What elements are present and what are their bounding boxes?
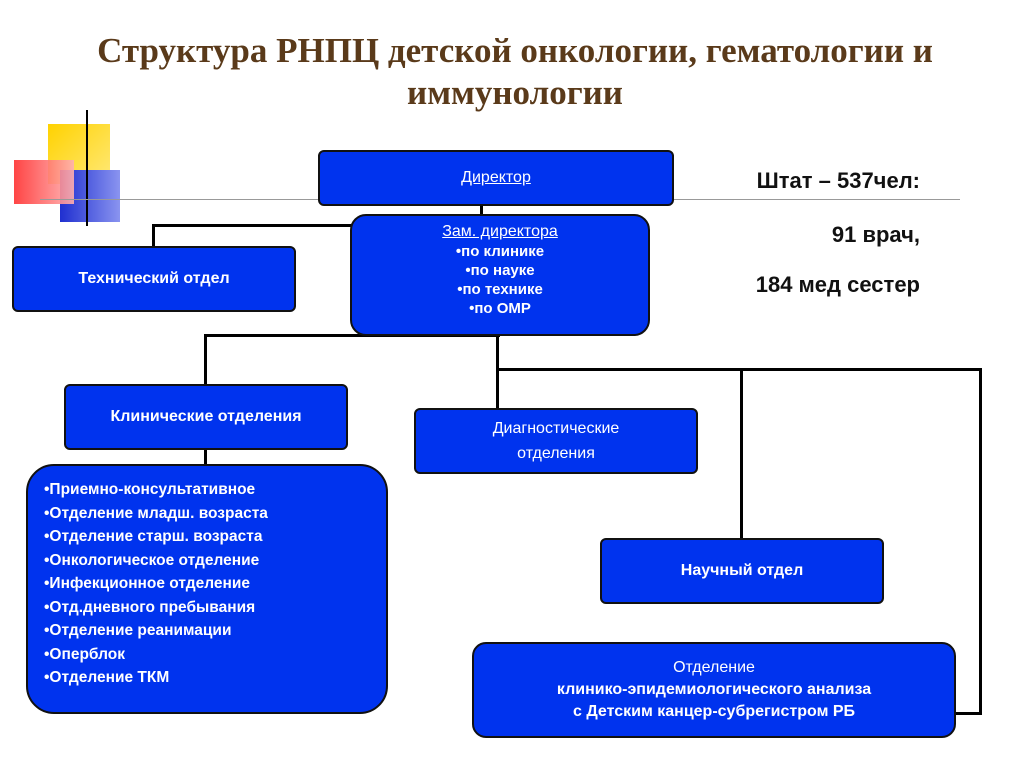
deputy-director-title: Зам. директора (442, 223, 558, 240)
epidemiology-label-line: Отделение (673, 659, 755, 676)
technical-department-label: Технический отдел (78, 270, 230, 287)
science-department-label: Научный отдел (680, 562, 804, 579)
connector (954, 712, 982, 715)
list-item: •Приемно-консультативное (44, 481, 256, 498)
connector (496, 334, 499, 410)
clinical-departments-box[interactable]: Клинические отделения (64, 384, 348, 450)
deputy-item: •по ОМР (469, 300, 531, 317)
list-item: •Отделение младш. возраста (44, 504, 268, 522)
list-item: •Онкологическое отделение (44, 551, 260, 569)
connector (152, 224, 482, 227)
diagnostic-departments-label-line: Диагностические (492, 420, 620, 437)
connector (740, 368, 743, 538)
decor-red-square (14, 160, 74, 204)
connector (979, 368, 982, 714)
list-item: •Отделение ТКМ (44, 669, 170, 686)
epidemiology-label-line: клинико-эпидемиологического анализа (556, 681, 872, 698)
staff-doctors: 91 врач, (831, 222, 920, 247)
decor-vertical-line (86, 110, 88, 226)
connector (204, 334, 207, 384)
connector (204, 334, 500, 337)
clinical-departments-list[interactable]: •Приемно-консультативное •Отделение млад… (26, 464, 388, 714)
science-department-box[interactable]: Научный отдел (600, 538, 884, 604)
staff-nurses: 184 мед сестер (755, 272, 920, 297)
list-item: •Отделение реанимации (44, 622, 232, 639)
list-item: •Оперблок (44, 645, 125, 663)
list-item: •Отд.дневного пребывания (44, 598, 256, 616)
deputy-item: •по технике (457, 281, 543, 298)
deputy-item: •по клинике (455, 243, 545, 260)
connector (496, 368, 982, 371)
deputy-director-box[interactable]: Зам. директора •по клинике •по науке •по… (350, 214, 650, 336)
connector (152, 224, 155, 248)
director-label: Директор (461, 169, 531, 186)
director-box[interactable]: Директор (318, 150, 674, 206)
diagnostic-departments-box[interactable]: Диагностические отделения (414, 408, 698, 474)
diagnostic-departments-label-line: отделения (517, 445, 595, 462)
technical-department-box[interactable]: Технический отдел (12, 246, 296, 312)
page-title: Структура РНПЦ детской онкологии, гемато… (97, 31, 933, 112)
list-item: •Отделение старш. возраста (44, 528, 263, 545)
deputy-item: •по науке (465, 262, 535, 279)
epidemiology-label-line: с Детским канцер-субрегистром РБ (572, 703, 856, 720)
connector (204, 450, 207, 466)
list-item: •Инфекционное отделение (44, 575, 251, 592)
staff-total: Штат – 537чел: (756, 168, 920, 193)
clinical-departments-label: Клинические отделения (110, 408, 302, 425)
epidemiology-department-box[interactable]: Отделение клинико-эпидемиологического ан… (472, 642, 956, 738)
